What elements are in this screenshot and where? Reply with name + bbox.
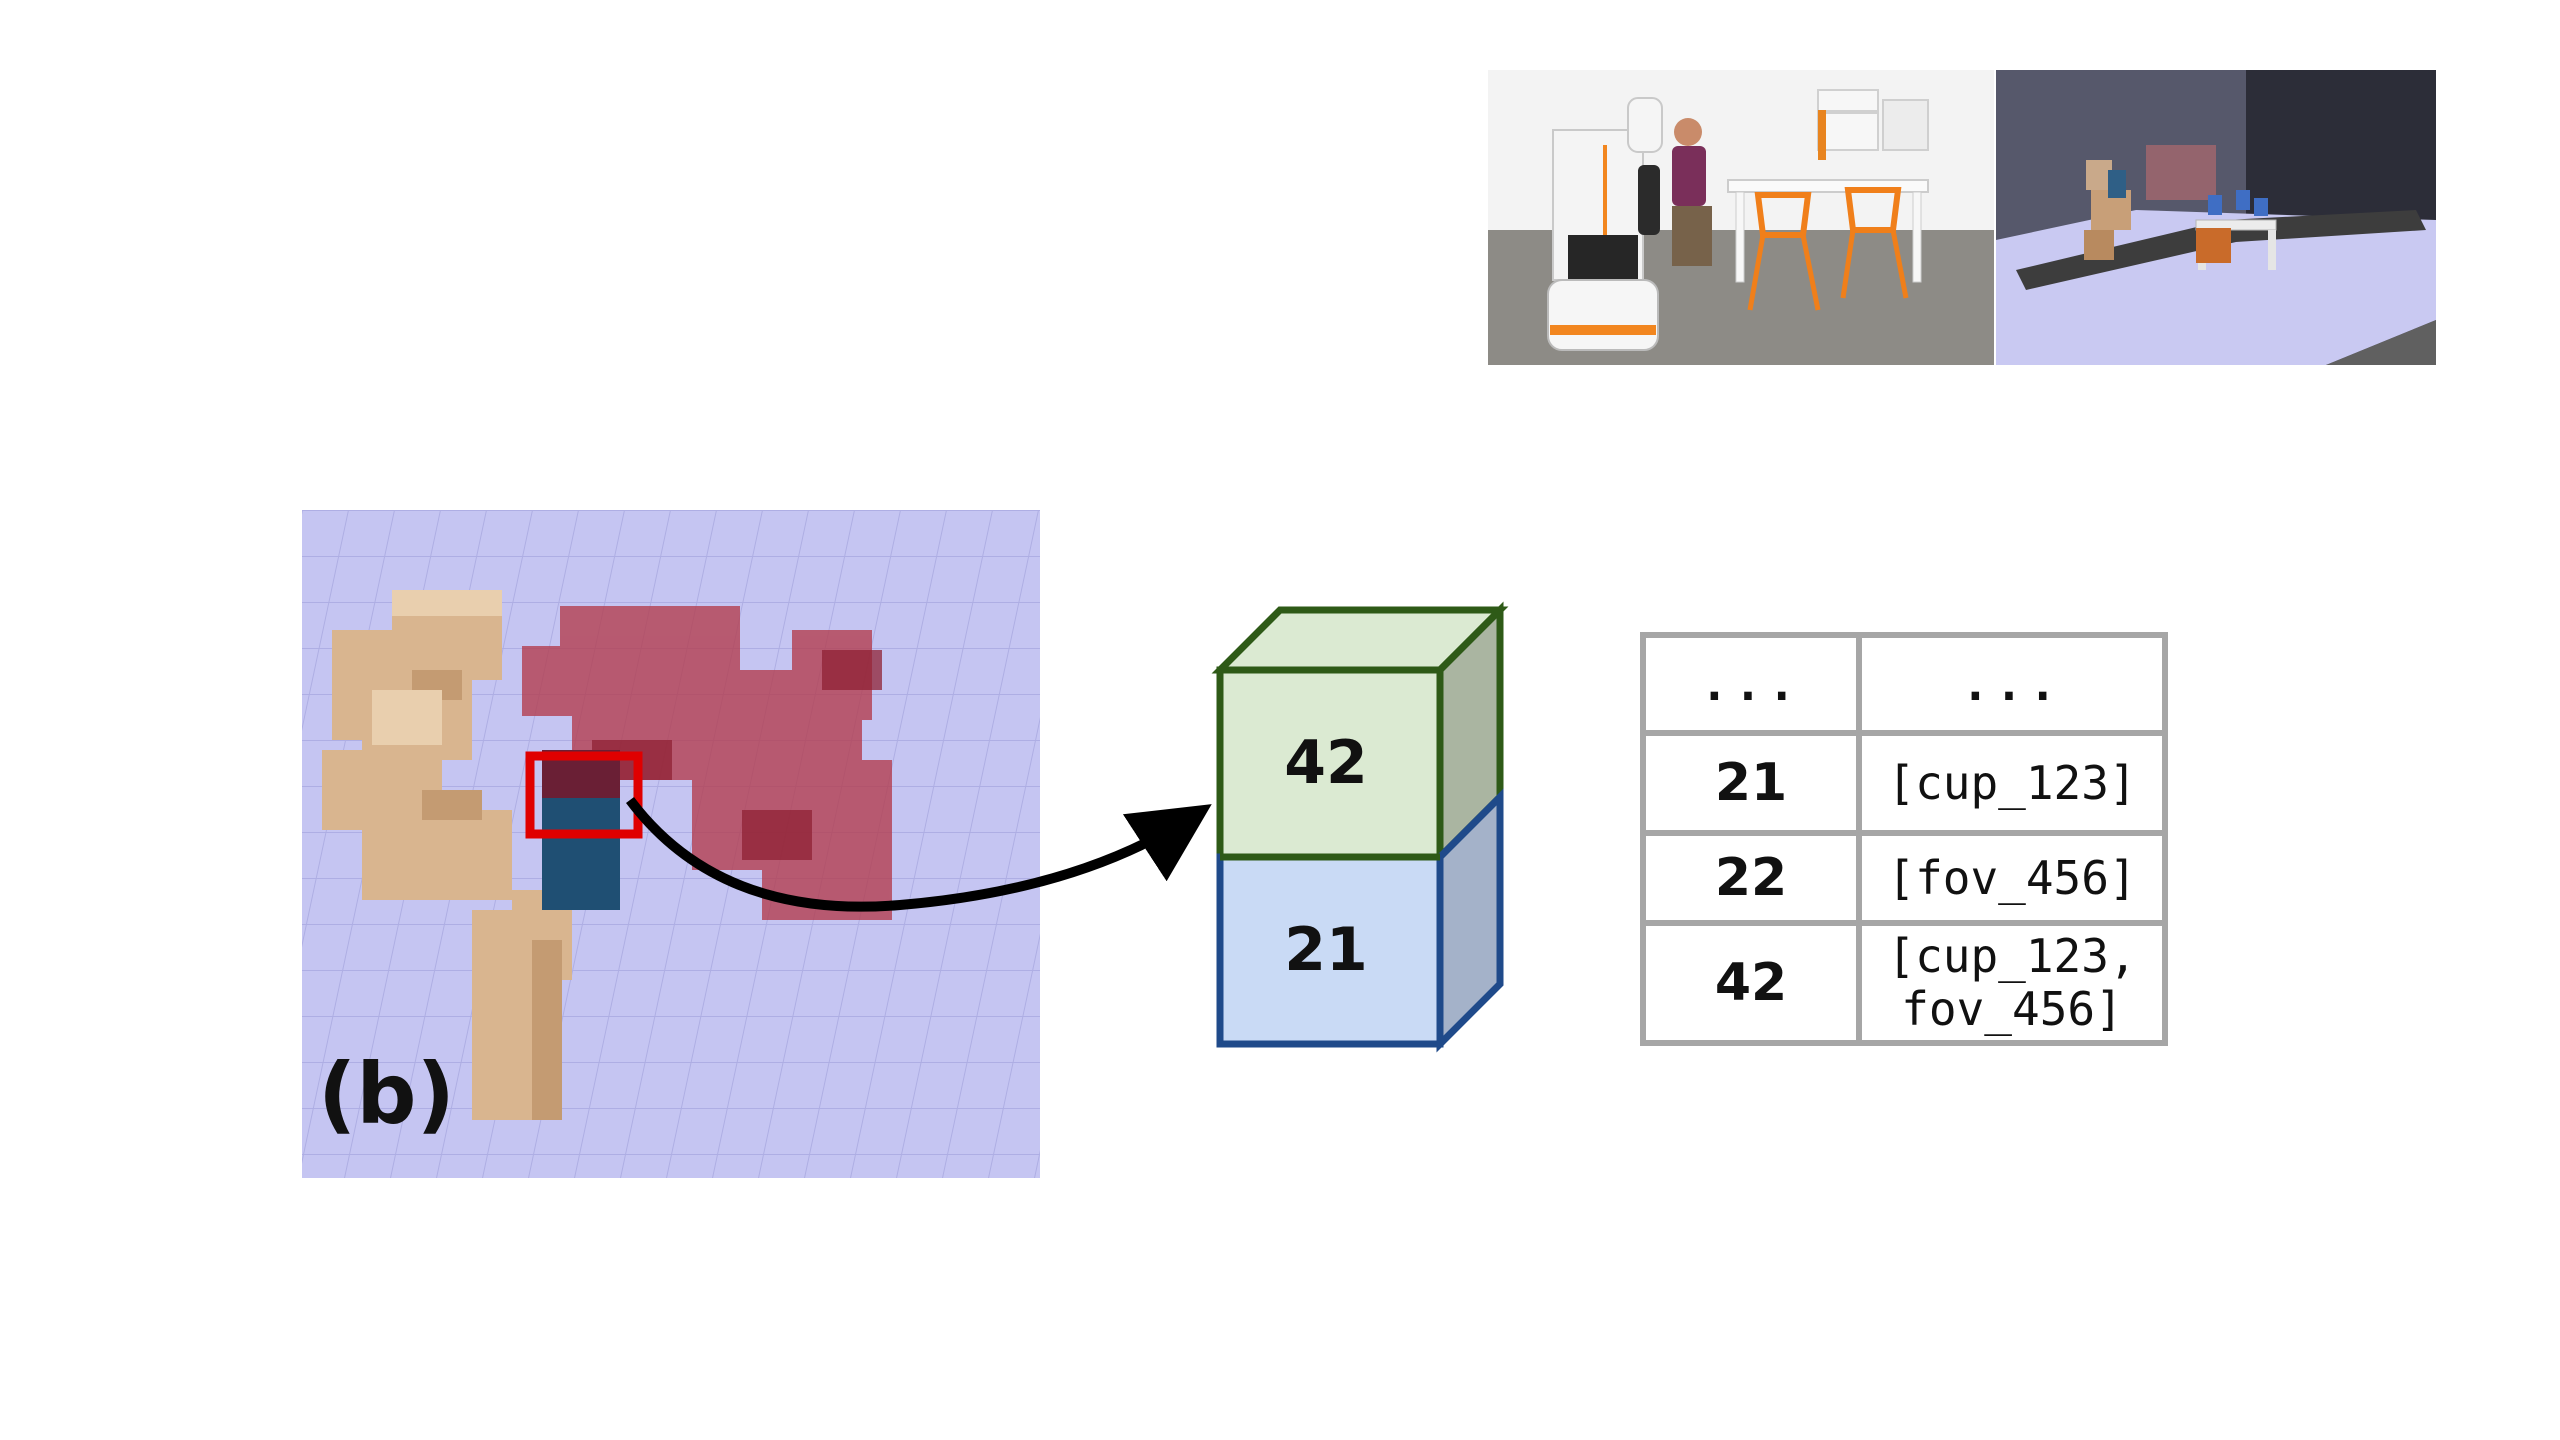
table-key-cell: ... [1640,632,1862,736]
bottom-voxel-value: 21 [1284,915,1368,985]
table-value-line: fov_456] [1901,982,2123,1036]
table-key-cell: 22 [1640,830,1862,926]
table-value-cell: [fov_456] [1856,830,2168,926]
table-value-cell: [cup_123, fov_456] [1856,920,2168,1046]
robot-room-photo [1488,70,1994,365]
top-voxel-value: 42 [1284,728,1368,798]
table-key-cell: 21 [1640,730,1862,836]
selected-voxel-highlight [525,751,643,839]
voxel-cube-stack [1211,601,1509,1053]
table-value-line: [cup_123, [1887,929,2137,984]
table-value-cell: ... [1856,632,2168,736]
table-value-cell: [cup_123] [1856,730,2168,836]
id-lookup-table: ... ... 21 [cup_123] 22 [fov_456] 42 [cu… [1640,632,2168,1046]
table-key-cell: 42 [1640,920,1862,1046]
table-row: 42 [cup_123, fov_456] [1640,920,2168,1046]
table-row: 22 [fov_456] [1640,830,2168,926]
bottom-cube-front-face [1216,853,1444,1048]
table-row: ... ... [1640,632,2168,736]
panel-label: (b) [318,1045,455,1143]
table-row: 21 [cup_123] [1640,730,2168,836]
simulated-scene-render [1996,70,2436,365]
